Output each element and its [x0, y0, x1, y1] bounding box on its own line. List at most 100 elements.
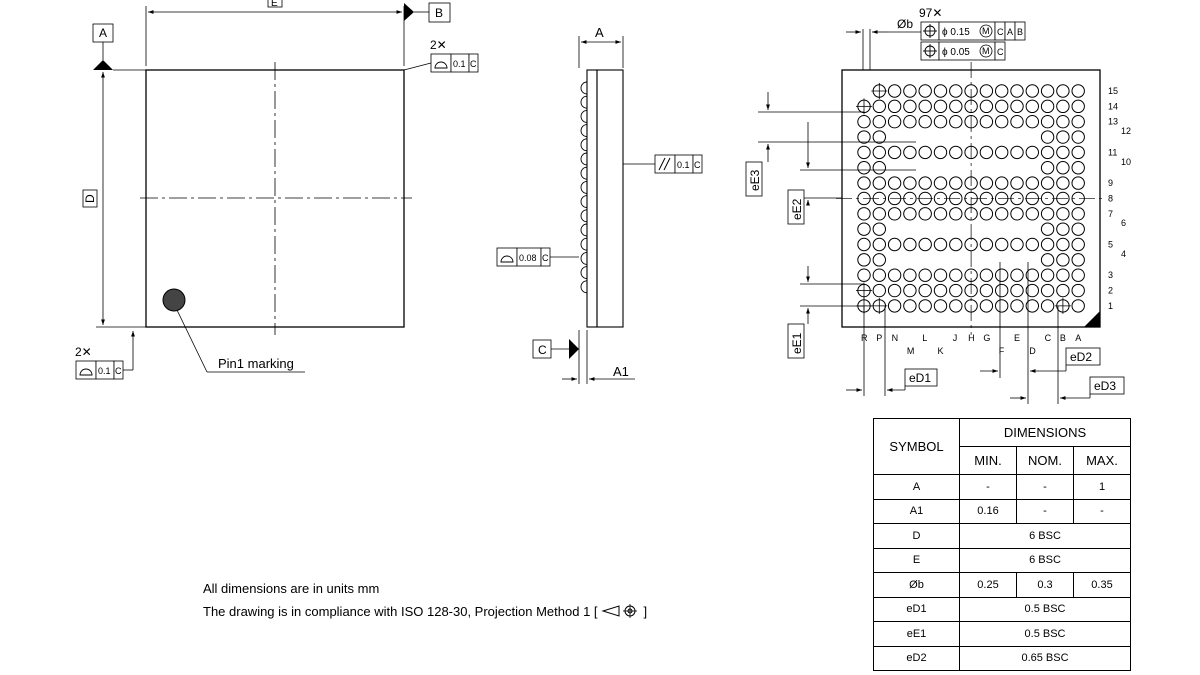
ball	[872, 283, 886, 298]
ball	[903, 145, 917, 160]
symbol-cell: A1	[873, 498, 960, 524]
column-label: G	[983, 333, 990, 343]
ball	[979, 115, 994, 129]
ball	[903, 115, 917, 129]
ball	[1025, 283, 1040, 298]
ball	[1056, 222, 1070, 236]
ball	[872, 268, 886, 282]
span-value-cell: 6 BSC	[959, 523, 1131, 549]
units-note: All dimensions are in units mm	[203, 581, 380, 596]
column-label: A	[1075, 333, 1081, 343]
datum-b-label: B	[435, 6, 443, 20]
row-label: 7	[1108, 209, 1113, 219]
ball	[1025, 145, 1040, 160]
ball	[872, 145, 886, 160]
ball	[995, 84, 1009, 98]
side-substrate	[586, 69, 598, 328]
ball	[1040, 207, 1055, 221]
column-label: L	[922, 333, 927, 343]
max-header: MAX.	[1073, 446, 1131, 475]
row-label: 11	[1108, 147, 1117, 157]
row-label: 6	[1121, 218, 1126, 228]
side-ball	[580, 280, 588, 294]
ball	[1025, 299, 1040, 313]
ball	[903, 299, 917, 313]
ball	[1025, 176, 1040, 190]
side-ball	[580, 124, 588, 138]
row-label: 15	[1108, 86, 1118, 96]
ball	[887, 99, 902, 114]
datum-a-label: A	[99, 26, 107, 40]
ball	[887, 283, 902, 298]
ball	[872, 222, 886, 236]
row-label: 5	[1108, 240, 1113, 250]
ball	[887, 299, 902, 313]
ball	[857, 130, 871, 144]
ball	[933, 237, 948, 252]
ball	[1025, 99, 1040, 114]
ball	[933, 145, 948, 160]
ball	[857, 161, 871, 175]
ball	[1071, 207, 1085, 221]
symbol-header: SYMBOL	[873, 418, 960, 475]
pin1-label: Pin1 marking	[218, 356, 294, 371]
ball	[1040, 237, 1055, 252]
max-value-cell: 0.35	[1073, 572, 1131, 598]
column-label: M	[907, 346, 915, 356]
ball	[918, 207, 932, 221]
ball	[1040, 130, 1055, 144]
ball	[887, 145, 902, 160]
ball	[1010, 237, 1024, 252]
column-label: H	[968, 333, 975, 343]
ball	[1010, 99, 1024, 114]
symbol-cell: Øb	[873, 572, 960, 598]
ball	[949, 145, 963, 160]
ball	[979, 84, 994, 98]
ball	[1071, 237, 1085, 252]
mult-97x: 97✕	[919, 6, 942, 20]
ball	[1056, 253, 1070, 267]
column-label: R	[861, 333, 868, 343]
fcf-pos2-modifier: M	[982, 46, 990, 56]
ball	[949, 84, 963, 98]
ball	[887, 237, 902, 252]
ball	[1056, 207, 1070, 221]
eE3-label: eE3	[748, 169, 762, 191]
ball	[872, 176, 886, 190]
fcf-top-datum: C	[470, 59, 477, 69]
symbol-cell: eE1	[873, 621, 960, 647]
ball	[918, 84, 932, 98]
nom-header: NOM.	[1016, 446, 1074, 475]
ball	[872, 130, 886, 144]
datum-b-triangle	[404, 3, 414, 21]
ball	[949, 299, 963, 313]
ball	[1025, 268, 1040, 282]
ball	[857, 268, 871, 282]
eD3-label: eD3	[1094, 379, 1116, 393]
side-ball	[580, 223, 588, 237]
ball	[995, 115, 1009, 129]
ball	[872, 207, 886, 221]
row-label: 1	[1108, 301, 1113, 311]
fcf-bottom-datum: C	[115, 366, 122, 376]
ball	[918, 237, 932, 252]
ball	[949, 115, 963, 129]
min-value-cell: -	[959, 474, 1017, 500]
side-ball	[580, 266, 588, 280]
ball	[979, 176, 994, 190]
nom-value-cell: 0.3	[1016, 572, 1074, 598]
fcf-coplanarity-value: 0.08	[519, 253, 537, 263]
dim-d-label: D	[83, 194, 97, 203]
ball	[887, 268, 902, 282]
column-label: K	[938, 346, 944, 356]
ball	[857, 115, 871, 129]
row-label: 8	[1108, 193, 1113, 203]
side-mold	[596, 69, 624, 328]
compliance-text-end: ]	[643, 604, 648, 619]
